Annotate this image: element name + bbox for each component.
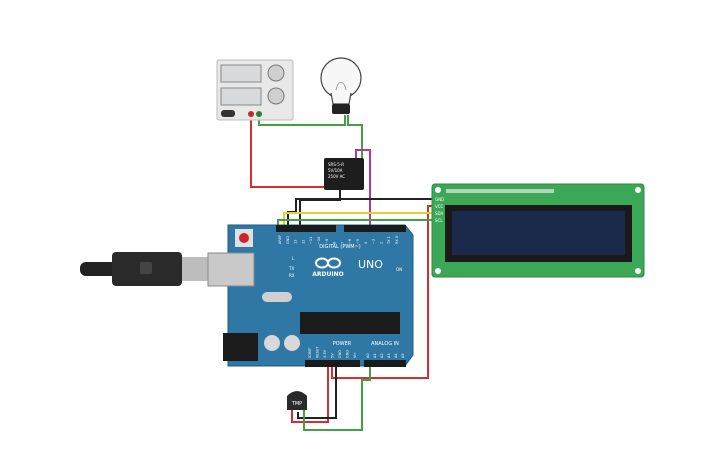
analog-label: ANALOG IN xyxy=(371,341,399,347)
wire-sensor-black[interactable] xyxy=(297,367,337,419)
power-pin-label: GND xyxy=(338,350,342,358)
brand-label: ARDUINO xyxy=(312,271,343,278)
led-label-tx: TX xyxy=(288,266,294,271)
analog-pin-label: A3 xyxy=(387,353,391,358)
wire-lcd-vcc-red[interactable] xyxy=(331,205,432,379)
led-label-rx: RX xyxy=(289,273,295,278)
power-pin-label: Vin xyxy=(353,352,357,358)
relay-label-3: 250V AC xyxy=(328,174,345,179)
top-pin-label: ~10 xyxy=(317,237,321,244)
power-label: POWER xyxy=(333,341,352,347)
top-pin-label: 7 xyxy=(340,242,344,244)
wires xyxy=(250,115,432,431)
top-pin-label: 8 xyxy=(333,242,337,244)
wire-supply-red[interactable] xyxy=(250,116,331,188)
top-pin-label: RX 0 xyxy=(395,236,399,244)
wire-sensor-red[interactable] xyxy=(291,367,329,423)
lcd-display[interactable]: GND VCC SDA SCL xyxy=(431,183,645,278)
analog-pin-label: A0 xyxy=(366,353,370,358)
temperature-sensor[interactable]: TMP xyxy=(287,391,307,410)
top-pin-label: 12 xyxy=(301,240,305,244)
wire-relay-magenta[interactable] xyxy=(355,149,371,230)
relay-label-1: SRS-5-R xyxy=(328,162,344,167)
lcd-pin-row xyxy=(446,189,554,193)
analog-header xyxy=(364,360,406,367)
top-pin-label: ~3 xyxy=(372,239,376,244)
model-label: UNO xyxy=(358,258,383,271)
top-pin-label: 13 xyxy=(294,240,298,244)
lcd-screen xyxy=(452,211,625,255)
arduino-board[interactable]: DIGITAL (PWM~) ARDUINO UNO L TX RX ON PO… xyxy=(207,224,414,367)
power-pin-label: GND xyxy=(346,350,350,358)
arduino-logo-icon xyxy=(315,257,341,269)
lcd-pin-label: VCC xyxy=(435,204,444,209)
top-pin-label: ~6 xyxy=(348,239,352,244)
top-pin-label: 4 xyxy=(364,241,368,244)
lcd-pin-label: GND xyxy=(435,197,444,202)
power-header xyxy=(305,360,360,367)
capacitor-2 xyxy=(284,335,300,351)
power-supply[interactable] xyxy=(216,59,294,121)
power-pin-label: 5V xyxy=(331,353,335,358)
top-pin-label: 2 xyxy=(379,242,383,244)
usb-cable xyxy=(80,252,210,286)
wire-sensor-green[interactable] xyxy=(303,367,371,431)
supply-negative-terminal[interactable] xyxy=(256,111,262,117)
wire-lcd-sda-yellow[interactable] xyxy=(283,212,432,228)
top-pin-label: ~9 xyxy=(325,239,329,244)
top-pin-label: GND xyxy=(286,236,290,244)
microcontroller-chip xyxy=(300,312,400,334)
power-pin-label: IOREF xyxy=(308,348,312,358)
relay-label-2: 5V/10A xyxy=(328,168,343,173)
digital-label: DIGITAL (PWM~) xyxy=(319,244,361,250)
usb-icon xyxy=(140,262,152,274)
header-right xyxy=(344,225,406,232)
led-label-l: L xyxy=(292,256,295,261)
wire-relay-black[interactable] xyxy=(299,189,341,228)
supply-positive-terminal[interactable] xyxy=(248,111,254,117)
lcd-pin-labels: GND VCC SDA SCL xyxy=(435,197,444,223)
top-pin-label: AREF xyxy=(278,235,282,244)
analog-pin-label: A1 xyxy=(373,353,377,358)
lcd-pin-label: SCL xyxy=(435,218,443,223)
analog-pin-label: A2 xyxy=(380,353,384,358)
usb-port xyxy=(207,252,255,287)
top-pin-label: TX 1 xyxy=(387,236,391,245)
lcd-pin-label: SDA xyxy=(435,211,444,216)
header-left xyxy=(276,225,336,232)
relay[interactable]: SRS-5-R 5V/10A 250V AC xyxy=(324,158,364,190)
power-pin-label: RESET xyxy=(316,346,320,358)
top-pin-label: ~11 xyxy=(309,237,313,244)
capacitor-1 xyxy=(264,335,280,351)
power-jack xyxy=(223,333,258,361)
power-pin-label: 3.3V xyxy=(323,349,327,358)
top-pin-label: ~5 xyxy=(356,239,360,244)
analog-pin-label: A5 xyxy=(401,353,405,358)
sensor-label: TMP xyxy=(291,401,302,407)
wire-bulb-relay-green[interactable] xyxy=(347,115,363,160)
on-label: ON xyxy=(396,267,402,272)
analog-pin-label: A4 xyxy=(394,353,398,358)
light-bulb[interactable] xyxy=(320,57,362,114)
